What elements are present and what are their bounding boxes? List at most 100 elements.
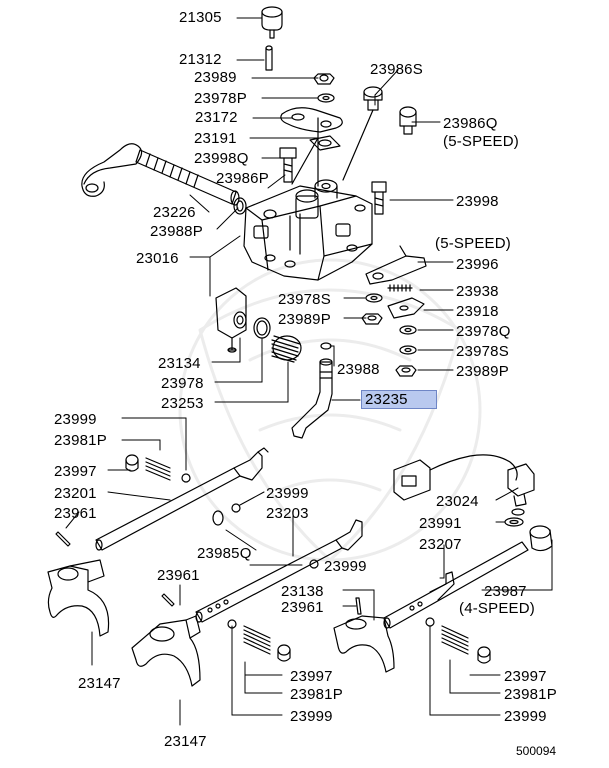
seal-23978: [253, 317, 271, 339]
shift-housing: [243, 109, 374, 281]
bolt-23998: [371, 181, 387, 215]
part-label-23981P-b: 23981P: [290, 686, 343, 703]
part-label-23134: 23134: [158, 355, 201, 372]
cam-23134: [215, 287, 247, 353]
part-label-23918: 23918: [456, 303, 499, 320]
part-label-21312: 21312: [179, 51, 222, 68]
part-label-23147-a: 23147: [78, 675, 121, 692]
part-label-23253: 23253: [161, 395, 204, 412]
ball-23999-c: [309, 559, 319, 569]
part-label-23981P-a: 23981P: [54, 432, 107, 449]
part-label-23978P: 23978P: [194, 90, 247, 107]
o-ring-23988: [320, 342, 332, 350]
part-label-23999-d: 23999: [290, 708, 333, 725]
watermark-emblem: [178, 258, 482, 562]
spring-23981P-c: [441, 625, 469, 655]
part-label-23961-c: 23961: [281, 599, 324, 616]
plug-23986Q: [399, 106, 417, 135]
part-label-23981P-c: 23981P: [504, 686, 557, 703]
ball-23999-a: [181, 473, 191, 483]
part-label-23978Q: 23978Q: [456, 323, 511, 340]
spring-23981P-a: [145, 457, 171, 481]
part-label-23998Q: 23998Q: [194, 150, 249, 167]
part-label-23991: 23991: [419, 515, 462, 532]
bolt-23998Q: [279, 147, 297, 183]
ring-23985Q: [212, 510, 224, 526]
ball-23999-b: [231, 503, 241, 513]
shift-lever-pin: [261, 6, 283, 39]
ball-23997-b: [277, 644, 291, 662]
part-label-23989P-right: 23989P: [456, 363, 509, 380]
part-label-23226: 23226: [153, 204, 196, 221]
part-label-23938: 23938: [456, 283, 499, 300]
spring-23253: [271, 335, 302, 363]
washer-23978S-right: [399, 345, 417, 355]
fork-23147-b: [131, 615, 201, 687]
part-label-23207: 23207: [419, 536, 462, 553]
ball-23997-a: [125, 454, 139, 472]
gasket-23191: [309, 135, 341, 151]
part-label-23989: 23989: [194, 69, 237, 86]
plate-23172: [280, 107, 343, 133]
part-label-23989P-left: 23989P: [278, 311, 331, 328]
fork-23138: [333, 615, 395, 673]
part-label-23997-c: 23997: [504, 668, 547, 685]
pin-21312: [265, 45, 273, 71]
seal-23988P: [233, 197, 247, 215]
part-label-23988: 23988: [337, 361, 380, 378]
diagram-reference-number: 500094: [516, 744, 557, 758]
shift-lever-shaft: [81, 143, 240, 206]
part-label-23201: 23201: [54, 485, 97, 502]
part-label-23203: 23203: [266, 505, 309, 522]
part-label-23172: 23172: [195, 109, 238, 126]
washer-23978S-left: [365, 293, 383, 303]
part-label-23961-b: 23961: [157, 567, 200, 584]
part-label-23999-a: 23999: [54, 411, 97, 428]
pin-23961-a: [55, 531, 71, 547]
washer-23978Q: [399, 325, 417, 335]
washer-23991: [504, 517, 524, 527]
part-label-23978: 23978: [161, 375, 204, 392]
part-label-23986Q: 23986Q: [443, 115, 498, 132]
pin-23961-c: [355, 597, 362, 615]
shift-rail-23207: [383, 541, 529, 629]
collar-23987: [529, 525, 553, 552]
part-label-23961-a: 23961: [54, 505, 97, 522]
washer-23978P: [317, 93, 335, 103]
part-label-23235-highlighted[interactable]: 23235: [361, 390, 437, 409]
switch-23024: [393, 454, 535, 516]
ball-23997-c: [477, 646, 491, 664]
part-note-5-speed: (5-SPEED): [435, 235, 511, 252]
part-label-23138: 23138: [281, 583, 324, 600]
part-label-23987: 23987: [484, 583, 527, 600]
part-label-23999-c: 23999: [324, 558, 367, 575]
shift-rail-23203: [195, 519, 363, 623]
ball-23999-d: [227, 619, 237, 629]
part-label-23978S-right: 23978S: [456, 343, 509, 360]
lever-23235: [291, 358, 333, 439]
part-label-23016: 23016: [136, 250, 179, 267]
part-label-23997-b: 23997: [290, 668, 333, 685]
part-note-4-speed: (4-SPEED): [459, 600, 535, 617]
part-label-23996: 23996: [456, 256, 499, 273]
plate-23996: [365, 245, 427, 285]
fork-23147-a: [47, 559, 110, 637]
part-label-23191: 23191: [194, 130, 237, 147]
pin-23961-b: [161, 593, 175, 607]
part-label-23997-a: 23997: [54, 463, 97, 480]
part-label-23986S: 23986S: [370, 61, 423, 78]
part-label-23986P: 23986P: [216, 170, 269, 187]
spring-23981P-b: [243, 625, 271, 655]
shift-rail-23201: [95, 447, 269, 551]
part-label-23998: 23998: [456, 193, 499, 210]
part-note-5-speed-top: (5-SPEED): [443, 133, 519, 150]
part-label-21305: 21305: [179, 9, 222, 26]
plate-23918: [387, 297, 425, 319]
spring-23938: [387, 284, 413, 292]
part-label-23147-b: 23147: [164, 733, 207, 750]
ball-23999-e: [425, 617, 435, 627]
part-label-23988P: 23988P: [150, 223, 203, 240]
part-label-23999-e: 23999: [504, 708, 547, 725]
part-label-23978S-left: 23978S: [278, 291, 331, 308]
